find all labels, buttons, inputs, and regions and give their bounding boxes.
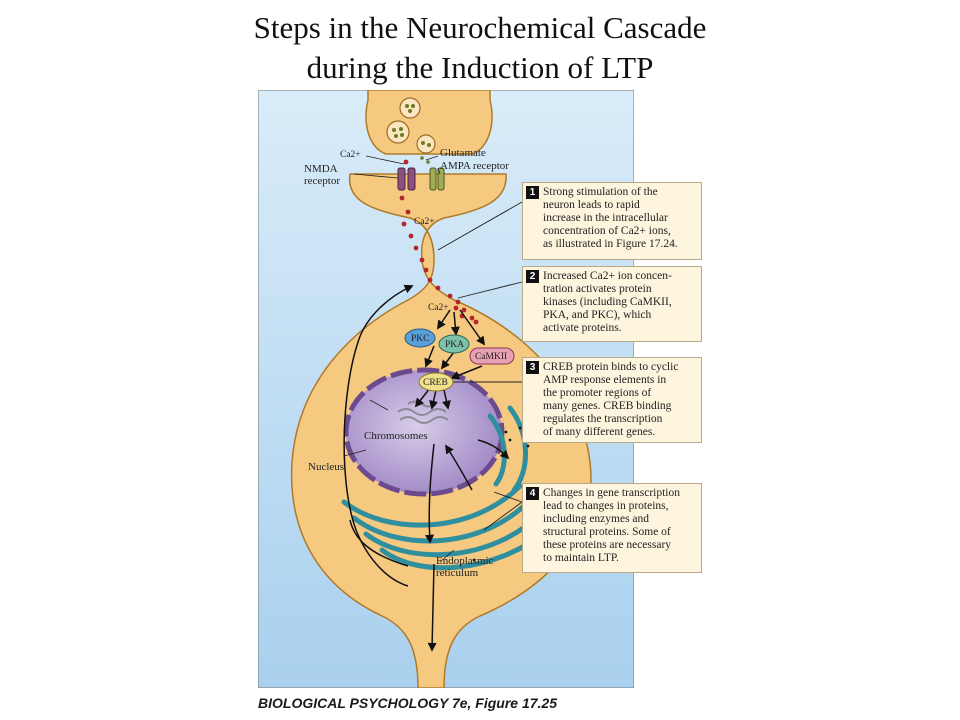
camkii-kinase [469, 347, 515, 365]
label-leaders [343, 155, 455, 563]
nucleus [346, 370, 502, 494]
step-text-4: Changes in gene transcription lead to ch… [543, 487, 681, 564]
camkii-label: CaMKII [475, 352, 507, 362]
endoplasmic-reticulum [341, 405, 551, 571]
nmda-label-line1: NMDA [304, 163, 338, 175]
step-number-2: 2 [526, 270, 539, 283]
step-text-3: CREB protein binds to cyclic AMP respons… [543, 361, 679, 438]
step-number-1: 1 [526, 186, 539, 199]
ampa-receptor-label: AMPA receptor [440, 160, 509, 172]
ca-label-top: Ca2+ [340, 150, 361, 160]
step-number-4: 4 [526, 487, 539, 500]
nucleus-pointer [349, 519, 409, 567]
pkc-label: PKC [411, 334, 429, 344]
ca-label-low: Ca2+ [428, 303, 449, 313]
step-box-2: 2 Increased Ca2+ ion concen- tration act… [522, 266, 702, 342]
glutamate-label: Glutamate [440, 147, 486, 159]
nmda-receptor [397, 167, 416, 191]
er-label-line1: Endoplasmic [436, 555, 494, 567]
step-box-4: 4 Changes in gene transcription lead to … [522, 483, 702, 573]
step-text-2: Increased Ca2+ ion concen- tration activ… [543, 270, 672, 334]
step-pointers [437, 201, 523, 531]
er-label-line2: reticulum [436, 567, 479, 579]
cascade-arrows [343, 284, 510, 652]
synaptic-vesicles [386, 97, 436, 154]
figure-caption: BIOLOGICAL PSYCHOLOGY 7e, Figure 17.25 [258, 695, 558, 711]
pka-label: PKA [445, 340, 464, 350]
step-box-3: 3 CREB protein binds to cyclic AMP respo… [522, 357, 702, 443]
pka-kinase [438, 334, 470, 354]
calcium-ions [399, 159, 479, 325]
ca-label-mid: Ca2+ [414, 217, 435, 227]
nucleus-label: Nucleus [308, 461, 344, 473]
step-text-1: Strong stimulation of the neuron leads t… [543, 186, 678, 250]
creb-protein [418, 372, 454, 392]
slide-title: Steps in the Neurochemical Cascade durin… [0, 8, 960, 88]
title-line-2: during the Induction of LTP [306, 50, 654, 85]
step-box-1: 1 Strong stimulation of the neuron leads… [522, 182, 702, 260]
glutamate-molecules [420, 156, 430, 164]
creb-label: CREB [423, 378, 448, 388]
step-number-3: 3 [526, 361, 539, 374]
nmda-label-line2: receptor [304, 175, 340, 187]
chromosomes-label: Chromosomes [364, 430, 428, 442]
pkc-kinase [404, 328, 436, 348]
title-line-1: Steps in the Neurochemical Cascade [253, 10, 707, 45]
